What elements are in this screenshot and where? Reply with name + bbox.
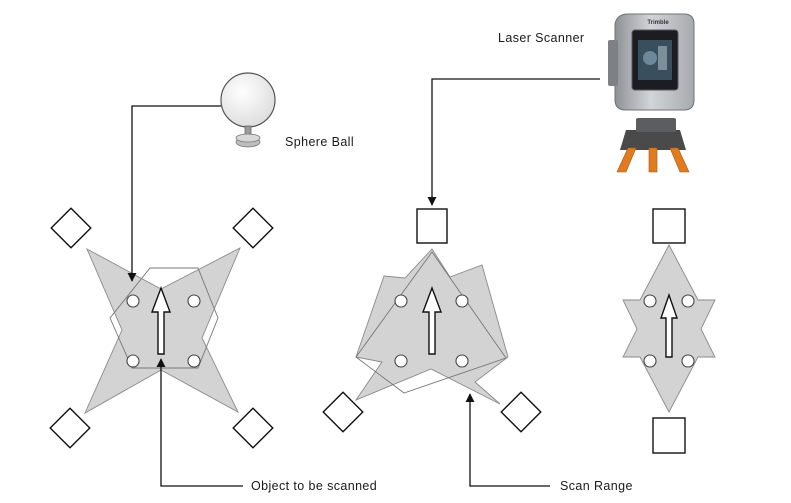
scanner-position-marker	[500, 391, 542, 433]
scanner-brand-logo: Trimble	[647, 20, 669, 26]
scanner-position-marker	[50, 207, 92, 249]
scanner-position-marker	[49, 407, 91, 449]
scanner-position-marker	[652, 417, 686, 454]
scanner-position-marker	[232, 407, 274, 449]
scanned-object-arrow	[421, 286, 443, 355]
sphere-target	[126, 354, 140, 368]
scanner-position-marker	[322, 391, 364, 433]
object-to-be-scanned-label: Object to be scanned	[251, 479, 377, 493]
sphere-target	[394, 354, 408, 368]
sphere-target	[187, 354, 201, 368]
sphere-target	[681, 294, 695, 308]
sphere-ball-illustration	[220, 72, 276, 148]
scanned-object-arrow	[150, 286, 172, 355]
scanned-object-arrow	[660, 292, 678, 358]
scan-range-label: Scan Range	[560, 479, 633, 493]
scanner-position-marker	[232, 207, 274, 249]
sphere-target	[455, 354, 469, 368]
sphere-target	[394, 294, 408, 308]
scan-range-outline	[109, 267, 219, 369]
laser-scanner-illustration: Trimble	[608, 13, 695, 173]
scanner-position-marker	[416, 208, 448, 244]
sphere-target	[126, 294, 140, 308]
sphere-ball-label: Sphere Ball	[285, 135, 354, 149]
laser-scanner-leader-line	[427, 78, 600, 206]
sphere-target	[643, 354, 657, 368]
sphere-target	[455, 294, 469, 308]
sphere-target	[681, 354, 695, 368]
two-station-setup	[622, 208, 716, 454]
object-leader-line	[156, 358, 243, 487]
scan-range-leader-line	[465, 393, 550, 487]
laser-scanner-label: Laser Scanner	[498, 31, 585, 45]
scanner-position-marker	[652, 208, 686, 244]
four-station-setup	[49, 207, 274, 449]
sphere-target	[643, 294, 657, 308]
sphere-target	[187, 294, 201, 308]
three-station-setup	[322, 208, 542, 433]
scan-range-outline	[355, 251, 507, 394]
sphere-ball-leader-line	[127, 105, 221, 282]
